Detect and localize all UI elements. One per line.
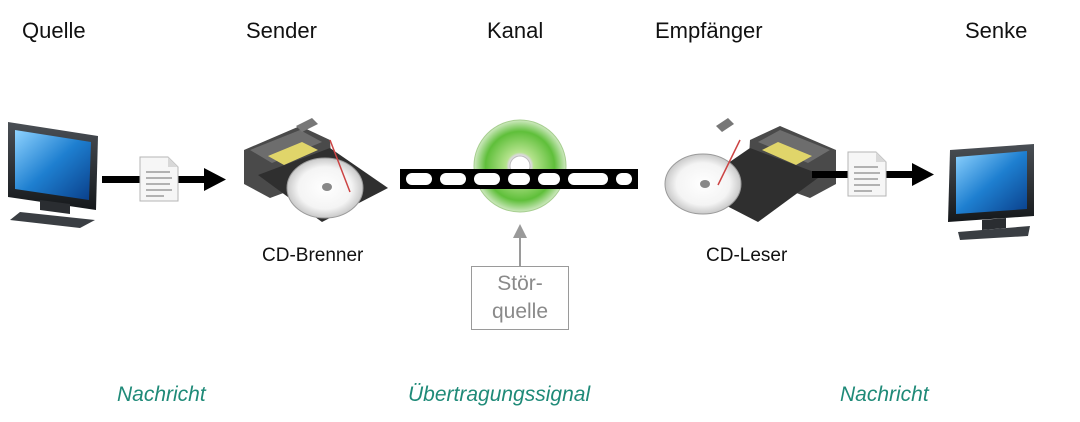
monitor-icon bbox=[8, 122, 98, 228]
header-sink: Senke bbox=[965, 18, 1028, 43]
cd-reader-icon bbox=[664, 118, 836, 222]
message-arrow-right bbox=[812, 163, 934, 186]
channel-signal-label: Übertragungssignal bbox=[408, 383, 591, 406]
receiver-device-label: CD-Leser bbox=[706, 245, 788, 266]
noise-source-box: Stör- quelle bbox=[471, 266, 569, 330]
cd-burner-icon bbox=[244, 118, 388, 222]
document-icon bbox=[847, 151, 887, 197]
noise-arrow bbox=[513, 224, 527, 266]
noise-source-line1: Stör- bbox=[497, 272, 543, 295]
header-source: Quelle bbox=[22, 18, 86, 43]
message-label-right: Nachricht bbox=[840, 383, 929, 406]
channel-filmstrip bbox=[400, 169, 638, 189]
header-channel: Kanal bbox=[487, 18, 544, 43]
header-receiver: Empfänger bbox=[655, 18, 763, 43]
sender-device-label: CD-Brenner bbox=[262, 245, 364, 266]
document-icon bbox=[139, 156, 179, 202]
message-label-left: Nachricht bbox=[117, 383, 206, 406]
cd-disc-icon bbox=[473, 119, 567, 213]
noise-source-line2: quelle bbox=[491, 300, 549, 323]
monitor-icon bbox=[948, 144, 1034, 240]
message-arrow-left bbox=[102, 168, 226, 191]
header-sender: Sender bbox=[246, 18, 317, 43]
